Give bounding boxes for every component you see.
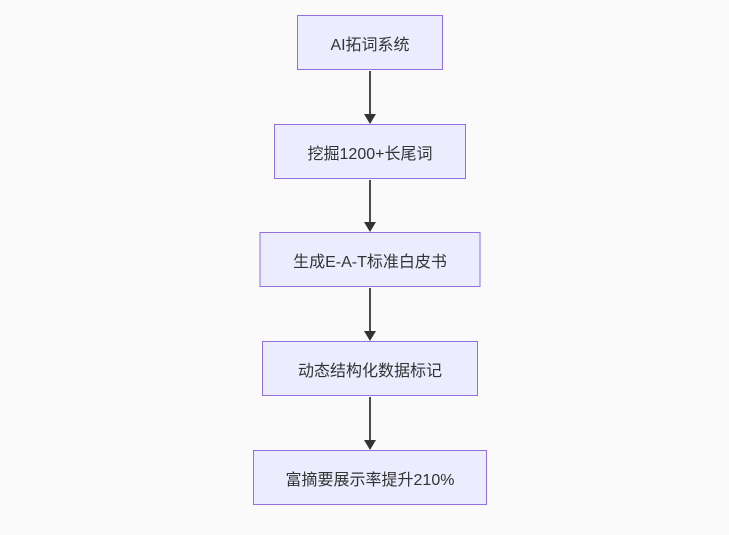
flow-node-label: 富摘要展示率提升210% bbox=[285, 471, 455, 489]
flow-node-longtail-mining: 挖掘1200+长尾词 bbox=[274, 124, 466, 179]
flow-arrow-4-down-icon bbox=[369, 397, 371, 448]
flow-arrow-2-down-icon bbox=[369, 180, 371, 230]
flow-node-label: 生成E-A-T标准白皮书 bbox=[293, 253, 447, 271]
flow-node-label: AI拓词系统 bbox=[330, 36, 410, 54]
flow-arrow-3-down-icon bbox=[369, 288, 371, 339]
flow-node-eat-whitepaper: 生成E-A-T标准白皮书 bbox=[259, 232, 481, 287]
flow-node-label: 动态结构化数据标记 bbox=[297, 362, 442, 380]
flow-node-label: 挖掘1200+长尾词 bbox=[307, 145, 433, 163]
flow-node-structured-data-markup: 动态结构化数据标记 bbox=[262, 341, 478, 396]
flow-arrow-1-down-icon bbox=[369, 71, 371, 122]
flow-node-ai-keyword-system: AI拓词系统 bbox=[297, 15, 443, 70]
flow-node-rich-snippet-result: 富摘要展示率提升210% bbox=[253, 450, 487, 505]
